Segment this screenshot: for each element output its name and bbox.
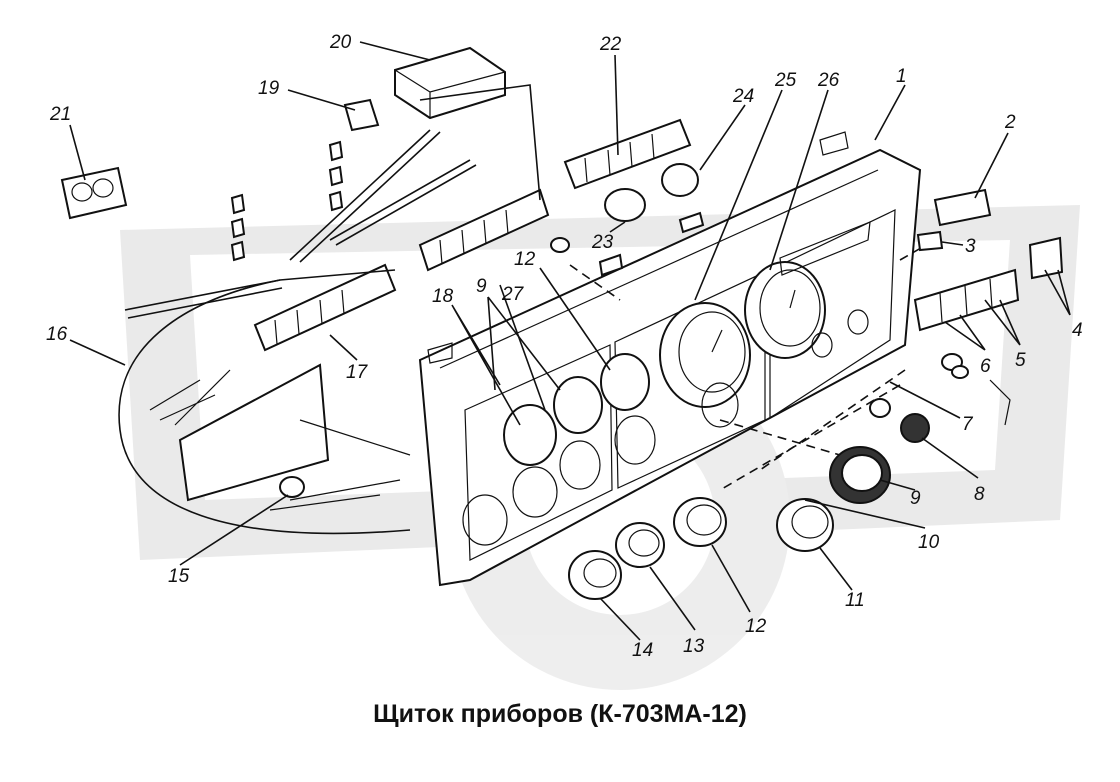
diagram-caption: Щиток приборов (К-703МА-12) [373,700,747,728]
callout-13: 13 [683,636,705,657]
callout-22: 22 [599,34,622,55]
callout-19: 19 [258,78,280,99]
switch-blocks [913,188,1064,426]
callout-21: 21 [49,104,71,125]
panel-gauges [462,221,871,546]
callout-8: 8 [974,484,985,505]
callout-27: 27 [501,284,525,305]
callout-23: 23 [591,232,614,253]
callout-6: 6 [980,356,991,377]
callout-9-upper: 9 [476,276,487,297]
upper-components [253,46,705,352]
callout-1: 1 [896,66,907,87]
callout-12-lower: 12 [745,616,767,637]
callout-25: 25 [774,70,797,91]
callout-12-upper: 12 [514,249,536,270]
callout-16: 16 [46,324,68,345]
callout-11: 11 [845,590,865,611]
callout-labels: 1 2 3 4 5 6 7 8 9 10 11 12 13 14 15 16 1… [46,32,1083,661]
callout-3: 3 [965,236,976,257]
callout-15: 15 [168,566,190,587]
callout-5: 5 [1015,350,1026,371]
callout-9-lower: 9 [910,488,921,509]
wiring-harness [118,84,541,535]
leader-lines [69,41,1071,641]
callout-17: 17 [346,362,369,383]
callout-4: 4 [1072,320,1083,341]
callout-2: 2 [1004,112,1016,133]
callout-24: 24 [732,86,754,107]
part-21-block [60,166,128,220]
callout-26: 26 [817,70,840,91]
callout-20: 20 [329,32,352,53]
loose-gauges [568,398,930,600]
callout-18: 18 [432,286,454,307]
callout-10: 10 [918,532,940,553]
callout-7: 7 [962,414,974,435]
callout-14: 14 [632,640,653,661]
